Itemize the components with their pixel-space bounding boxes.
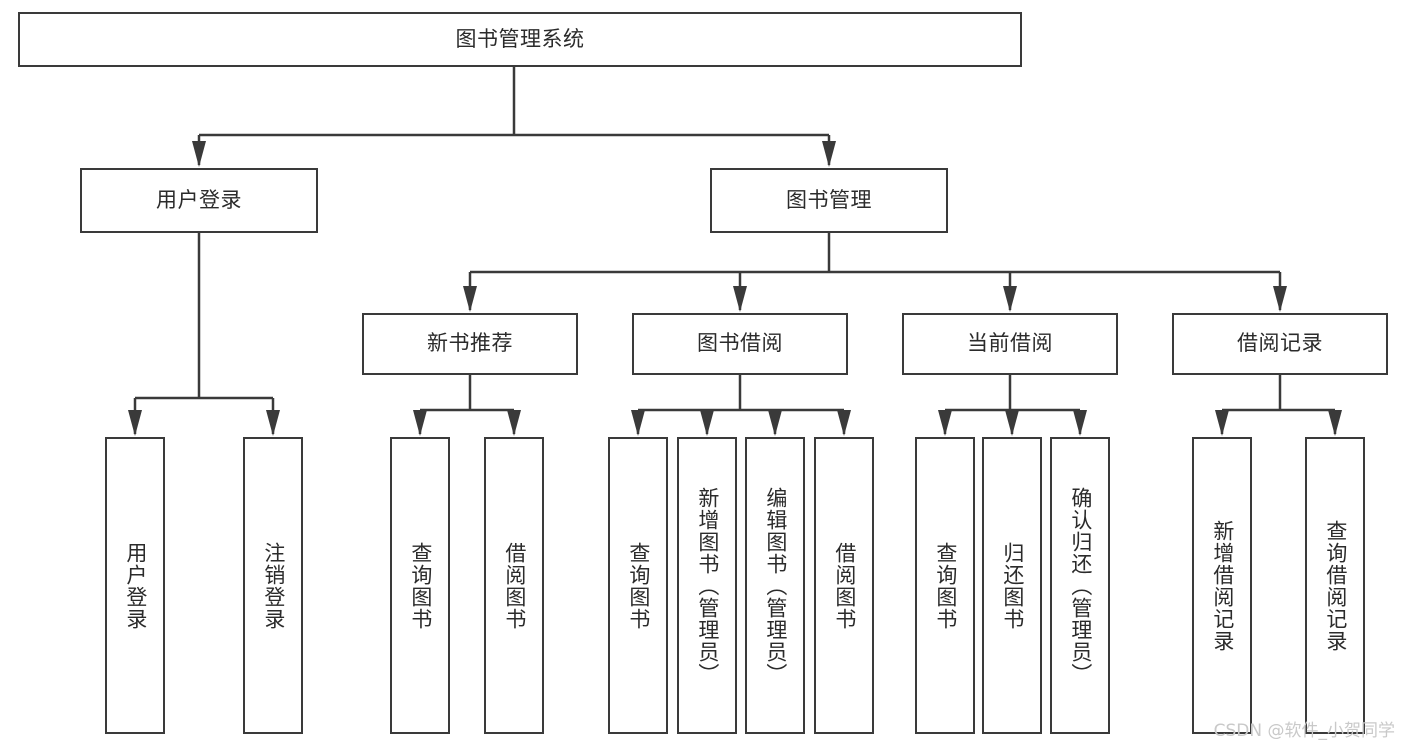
- node-label-leaf-borrow-book-brw: 借阅图书: [832, 541, 857, 630]
- node-leaf-query-book-cur[interactable]: 查询图书: [915, 437, 975, 734]
- node-new-book-recommend[interactable]: 新书推荐: [362, 313, 578, 375]
- node-label-leaf-user-login: 用户登录: [123, 541, 148, 630]
- node-label-user-login: 用户登录: [156, 187, 242, 212]
- node-leaf-query-book-brw[interactable]: 查询图书: [608, 437, 668, 734]
- arrowhead-current-borrow: [1003, 286, 1017, 312]
- node-label-leaf-query-borrow-rec: 查询借阅记录: [1323, 519, 1348, 652]
- arrowhead-book-borrow: [733, 286, 747, 312]
- node-borrow-record[interactable]: 借阅记录: [1172, 313, 1388, 375]
- arrowhead-leaf-query-borrow-rec: [1328, 410, 1342, 436]
- arrowhead-leaf-user-login: [128, 410, 142, 436]
- node-label-leaf-confirm-return: 确认归还（管理员）: [1068, 486, 1093, 685]
- node-label-leaf-borrow-book-rec: 借阅图书: [502, 541, 527, 630]
- arrowhead-leaf-query-book-brw: [631, 410, 645, 436]
- node-leaf-add-borrow-rec[interactable]: 新增借阅记录: [1192, 437, 1252, 734]
- node-label-leaf-query-book-rec: 查询图书: [408, 541, 433, 630]
- arrowhead-leaf-logout: [266, 410, 280, 436]
- node-leaf-query-borrow-rec[interactable]: 查询借阅记录: [1305, 437, 1365, 734]
- arrowhead-book-management: [822, 141, 836, 167]
- node-label-leaf-add-book-admin: 新增图书（管理员）: [695, 486, 720, 685]
- node-leaf-return-book[interactable]: 归还图书: [982, 437, 1042, 734]
- node-leaf-edit-book-admin[interactable]: 编辑图书（管理员）: [745, 437, 805, 734]
- arrowhead-leaf-add-book-admin: [700, 410, 714, 436]
- node-label-leaf-edit-book-admin: 编辑图书（管理员）: [763, 486, 788, 685]
- node-label-leaf-return-book: 归还图书: [1000, 541, 1025, 630]
- node-leaf-logout[interactable]: 注销登录: [243, 437, 303, 734]
- arrowhead-leaf-confirm-return: [1073, 410, 1087, 436]
- arrowhead-leaf-edit-book-admin: [768, 410, 782, 436]
- arrowhead-leaf-borrow-book-rec: [507, 410, 521, 436]
- node-label-current-borrow: 当前借阅: [967, 331, 1053, 356]
- node-label-leaf-add-borrow-rec: 新增借阅记录: [1210, 519, 1235, 652]
- arrowhead-borrow-record: [1273, 286, 1287, 312]
- arrowhead-leaf-return-book: [1005, 410, 1019, 436]
- arrowhead-leaf-query-book-cur: [938, 410, 952, 436]
- node-leaf-borrow-book-rec[interactable]: 借阅图书: [484, 437, 544, 734]
- node-leaf-user-login[interactable]: 用户登录: [105, 437, 165, 734]
- node-label-book-borrow: 图书借阅: [697, 331, 783, 356]
- arrowhead-leaf-borrow-book-brw: [837, 410, 851, 436]
- node-label-book-management: 图书管理: [786, 187, 872, 212]
- node-leaf-confirm-return[interactable]: 确认归还（管理员）: [1050, 437, 1110, 734]
- node-leaf-add-book-admin[interactable]: 新增图书（管理员）: [677, 437, 737, 734]
- node-root[interactable]: 图书管理系统: [18, 12, 1022, 67]
- node-leaf-borrow-book-brw[interactable]: 借阅图书: [814, 437, 874, 734]
- node-label-leaf-query-book-brw: 查询图书: [626, 541, 651, 630]
- node-user-login[interactable]: 用户登录: [80, 168, 318, 233]
- node-label-leaf-query-book-cur: 查询图书: [933, 541, 958, 630]
- node-label-leaf-logout: 注销登录: [261, 541, 286, 630]
- node-label-borrow-record: 借阅记录: [1237, 331, 1323, 356]
- node-book-management[interactable]: 图书管理: [710, 168, 948, 233]
- node-book-borrow[interactable]: 图书借阅: [632, 313, 848, 375]
- arrowhead-leaf-query-book-rec: [413, 410, 427, 436]
- arrowhead-leaf-add-borrow-rec: [1215, 410, 1229, 436]
- node-leaf-query-book-rec[interactable]: 查询图书: [390, 437, 450, 734]
- node-label-new-book-recommend: 新书推荐: [427, 331, 513, 356]
- arrowhead-user-login: [192, 141, 206, 167]
- arrowhead-new-book-recommend: [463, 286, 477, 312]
- node-current-borrow[interactable]: 当前借阅: [902, 313, 1118, 375]
- node-label-root: 图书管理系统: [455, 26, 585, 51]
